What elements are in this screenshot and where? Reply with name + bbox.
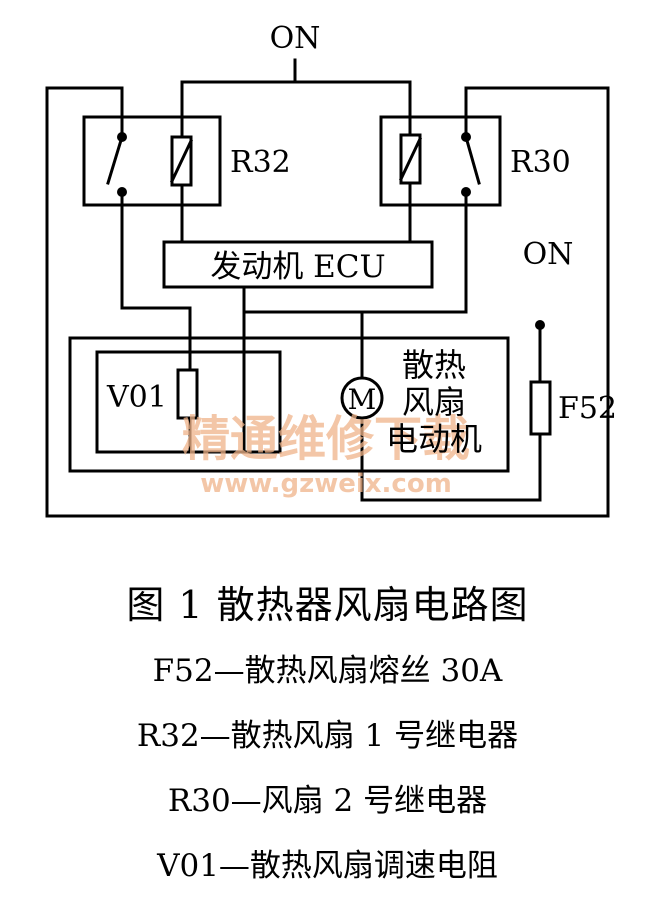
label-v01: V01	[106, 380, 167, 415]
relay-r30-box	[379, 115, 502, 207]
ground-loop-wire	[45, 86, 610, 518]
legend-item-v01: V01—散热风扇调速电阻	[157, 848, 498, 884]
label-on-top: ON	[270, 21, 321, 56]
legend-item-f52: F52—散热风扇熔丝 30A	[152, 653, 503, 689]
watermark-text: 精通维修下载	[182, 411, 470, 467]
label-on-right: ON	[523, 237, 574, 272]
legend-item-r30: R30—风扇 2 号继电器	[167, 783, 488, 819]
f52-terminal-dot	[535, 320, 545, 330]
label-f52: F52	[558, 391, 617, 426]
r30-switch-blade	[464, 135, 481, 185]
terminal-dot	[117, 132, 127, 142]
legend-item-r32: R32—散热风扇 1 号继电器	[136, 718, 519, 754]
label-ecu: 发动机 ECU	[210, 249, 385, 285]
terminal-dot	[461, 132, 471, 142]
label-motor-line3: 电动机	[386, 420, 482, 458]
label-motor-line1: 散热	[402, 346, 466, 384]
motor-to-ground-wire	[360, 416, 542, 502]
supply-bus-wire	[180, 58, 297, 139]
circuit-diagram: 精通维修下载 www.gzweix.com ON ON R32 R30 发动机 …	[45, 21, 617, 518]
r30-coil-slash	[399, 137, 422, 181]
watermark-url: www.gzweix.com	[200, 469, 452, 499]
terminal-dot	[461, 187, 471, 197]
label-motor-line2: 风扇	[402, 383, 466, 421]
v01-resistor	[176, 368, 199, 420]
relay-r32-box	[82, 115, 222, 207]
label-r32: R32	[230, 145, 291, 180]
motor-symbol-m: M	[348, 383, 377, 416]
r32-switch-wire-bottom	[120, 195, 192, 372]
fan-module-box	[68, 336, 510, 473]
outer-left-wire	[45, 86, 124, 119]
f52-fuse	[529, 380, 552, 436]
ecu-box	[162, 240, 434, 289]
terminal-dot	[117, 187, 127, 197]
r32-switch-blade	[106, 135, 124, 185]
ecu-to-fan-wire	[242, 285, 364, 314]
supply-bus-wire-right	[293, 80, 412, 137]
label-r30: R30	[510, 145, 571, 180]
r30-switch-wire-bottom	[360, 195, 468, 379]
figure-title: 图 1 散热器风扇电路图	[126, 583, 529, 627]
r32-coil-slash	[170, 139, 193, 183]
